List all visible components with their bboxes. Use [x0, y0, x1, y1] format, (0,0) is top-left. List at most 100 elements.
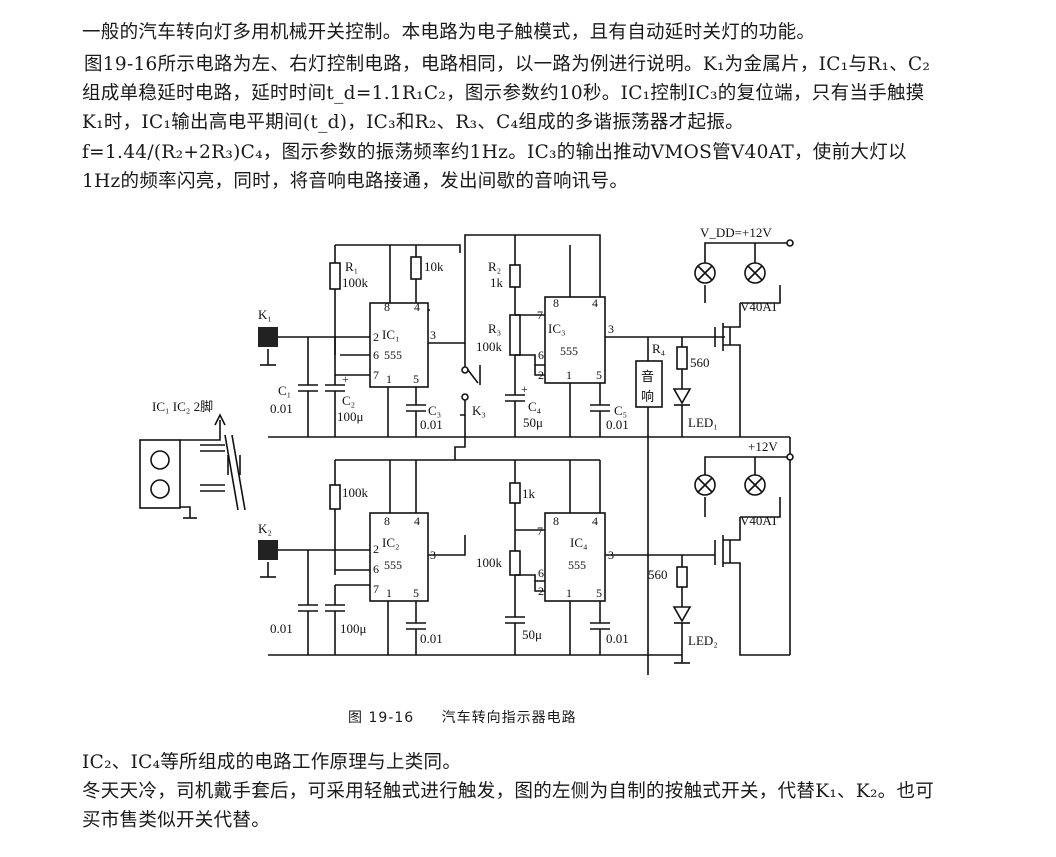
- resistor-lower-r3: [509, 550, 521, 576]
- ic2-pin3: 3: [430, 548, 436, 562]
- k1-touch-pad: [258, 327, 278, 347]
- mos-lower-label: V40AT: [740, 513, 778, 528]
- lower-c2-value: 100μ: [340, 621, 367, 636]
- ic2-pin5: 5: [413, 586, 419, 600]
- paragraph-similar: IC₂、IC₄等所组成的电路工作原理与上类同。: [82, 752, 462, 773]
- r1-value: 100k: [342, 275, 369, 290]
- ic4-pin2: 2: [538, 584, 544, 598]
- switch-pin-label: IC₁ IC₂ 2脚: [152, 399, 213, 414]
- ic1-chip-name: 555: [384, 348, 402, 362]
- r-560-upper-value: 560: [690, 355, 710, 370]
- resistor-r1: [329, 262, 341, 290]
- ic1-pin6: 6: [373, 348, 379, 362]
- ic3-pin7: 7: [537, 308, 543, 322]
- ic1-pin1: 1: [386, 372, 392, 386]
- paragraph-description: 图19-16所示电路为左、右灯控制电路，电路相同，以一路为例进行说明。K₁为金属…: [82, 54, 931, 192]
- ic3-label: IC₃: [548, 321, 566, 336]
- c1-label: C₁: [278, 383, 291, 398]
- speaker-text-b: 响: [641, 389, 654, 404]
- ic3-pin8: 8: [553, 296, 559, 310]
- k3-label: K₃: [472, 403, 486, 418]
- resistor-r3: [509, 314, 521, 356]
- ic2-pin8: 8: [384, 514, 390, 528]
- figure-number: 图 19-16: [348, 710, 415, 726]
- c4-label: C₄: [528, 399, 542, 414]
- resistor-r2: [509, 264, 521, 288]
- speaker-box: [635, 360, 663, 408]
- lower-c5-value: 0.01: [606, 631, 629, 646]
- ic2-chip: [369, 512, 429, 602]
- lower-c4-value: 50μ: [522, 627, 542, 642]
- r4-label: R₄: [652, 341, 666, 356]
- ic4-pin8: 8: [553, 514, 559, 528]
- c4-value: 50μ: [523, 415, 543, 430]
- r1-label: R₁: [345, 259, 358, 274]
- ic1-chip: [369, 302, 429, 388]
- v12-label: +12V: [748, 439, 778, 454]
- ic2-chip-name: 555: [384, 558, 402, 572]
- k2-label: K₂: [258, 521, 272, 536]
- r-10k-value: 10k: [424, 259, 444, 274]
- figure-title: 汽车转向指示器电路: [441, 710, 577, 726]
- ic3-pin4: 4: [592, 296, 598, 310]
- ic3-pin1: 1: [566, 368, 572, 382]
- c2-label: C₂: [342, 393, 355, 408]
- lower-100k-value: 100k: [342, 485, 369, 500]
- c5-label: C₅: [614, 403, 627, 418]
- r2-label: R₂: [488, 259, 501, 274]
- vdd-label: V_DD=+12V: [700, 225, 772, 240]
- ic3-chip-name: 555: [560, 344, 578, 358]
- ic3-pin2: 2: [538, 368, 544, 382]
- lower-c3-value: 0.01: [420, 631, 443, 646]
- c1-value: 0.01: [270, 401, 293, 416]
- ic4-pin5: 5: [596, 586, 602, 600]
- lower-r3-value: 100k: [476, 555, 503, 570]
- k2-touch-pad: [258, 540, 278, 560]
- ic1-label: IC₁: [382, 327, 400, 342]
- ic3-pin3: 3: [608, 322, 614, 336]
- c2-plus-sign: +: [342, 372, 349, 386]
- ic4-pin7: 7: [537, 524, 543, 538]
- ic4-pin1: 1: [566, 586, 572, 600]
- ic4-chip-name: 555: [568, 558, 586, 572]
- paragraph-winter: 冬天天冷，司机戴手套后，可采用轻触式进行触发，图的左侧为自制的按触式开关，代替K…: [82, 781, 935, 832]
- r3-label: R₃: [488, 321, 501, 336]
- ic4-pin4: 4: [592, 514, 598, 528]
- resistor-r4: [676, 346, 688, 370]
- c2-value: 100μ: [337, 409, 364, 424]
- r-560-lower-value: 560: [648, 567, 668, 582]
- lower-c1-value: 0.01: [270, 621, 293, 636]
- circuit-figure: IC₁ 555 8 4 2 6 7 1 5 3 IC₃ 555 8 4 7 6 …: [130, 215, 810, 675]
- c3-label: C₃: [428, 403, 441, 418]
- ic3-chip: [544, 296, 606, 384]
- ic1-pin8: 8: [384, 300, 390, 314]
- r2-value: 1k: [490, 275, 504, 290]
- resistor-10k: [410, 256, 422, 280]
- ic1-pin3: 3: [430, 328, 436, 342]
- r3-value: 100k: [476, 339, 503, 354]
- led2-label: LED₂: [688, 633, 718, 648]
- lower-1k-value: 1k: [522, 486, 536, 501]
- ic4-label: IC₄: [570, 535, 588, 550]
- c4-plus-sign: +: [521, 382, 528, 396]
- ic3-pin5: 5: [596, 368, 602, 382]
- circuit-diagram: IC₁ 555 8 4 2 6 7 1 5 3 IC₃ 555 8 4 7 6 …: [139, 225, 794, 675]
- led1-label: LED₁: [688, 415, 718, 430]
- ic1-pin5: 5: [413, 372, 419, 386]
- c3-value: 0.01: [420, 417, 443, 432]
- resistor-lower-1k: [509, 482, 521, 504]
- ic2-pin4: 4: [414, 514, 420, 528]
- k1-label: K₁: [258, 307, 272, 322]
- ic2-label: IC₂: [382, 535, 400, 550]
- resistor-lower-560: [676, 566, 688, 588]
- ic2-pin6: 6: [373, 562, 379, 576]
- ic1-pin2: 2: [373, 330, 379, 344]
- ic4-chip: [544, 512, 606, 602]
- ic1-pin7: 7: [373, 368, 379, 382]
- resistor-lower-100k: [329, 484, 341, 510]
- ic2-pin7: 7: [373, 582, 379, 596]
- c5-value: 0.01: [606, 417, 629, 432]
- ic1-pin4: 4: [414, 300, 420, 314]
- ic4-pin6: 6: [538, 566, 544, 580]
- ic3-pin6: 6: [538, 348, 544, 362]
